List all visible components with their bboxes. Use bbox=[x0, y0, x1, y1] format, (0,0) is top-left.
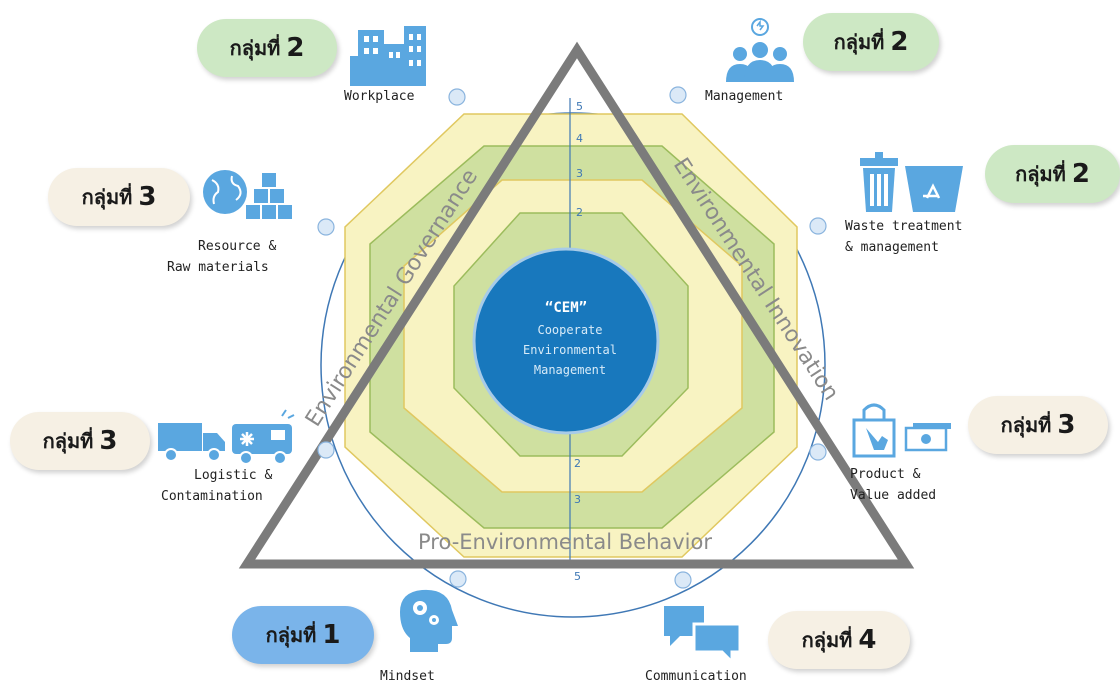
group-badge-prefix: กลุ่มที่ bbox=[1015, 162, 1066, 186]
group-badge-prefix: กลุ่มที่ bbox=[229, 36, 281, 60]
node-label-waste-2: & management bbox=[845, 240, 939, 255]
scale-label-3-top: 3 bbox=[576, 167, 583, 180]
group-badge-management: กลุ่มที่2 bbox=[803, 13, 939, 71]
scale-label-2-top: 2 bbox=[576, 206, 583, 219]
node-dot-product bbox=[809, 443, 827, 461]
group-badge-number: 1 bbox=[322, 620, 341, 650]
label-pro-environmental-behavior: Pro-Environmental Behavior bbox=[418, 530, 712, 554]
center-line-3: Management bbox=[534, 363, 606, 377]
trucks-icon bbox=[158, 409, 295, 465]
globe-boxes-icon bbox=[203, 170, 294, 221]
group-badge-mindset: กลุ่มที่1 bbox=[232, 606, 374, 664]
scale-label-2-bottom: 2 bbox=[574, 457, 581, 470]
center-line-2: Environmental bbox=[523, 343, 617, 357]
node-label-product-1: Product & bbox=[850, 467, 921, 482]
group-badge-number: 4 bbox=[858, 625, 877, 655]
group-badge-resource: กลุ่มที่3 bbox=[48, 168, 190, 226]
scale-label-5-bottom: 5 bbox=[574, 570, 581, 583]
group-badge-workplace: กลุ่มที่2 bbox=[197, 19, 337, 77]
scale-label-3-bottom: 3 bbox=[574, 493, 581, 506]
group-badge-prefix: กลุ่มที่ bbox=[265, 623, 317, 647]
group-badge-number: 3 bbox=[1057, 410, 1076, 440]
center-circle bbox=[472, 247, 660, 435]
group-badge-logistic: กลุ่มที่3 bbox=[10, 412, 150, 470]
node-label-communication: Communication bbox=[645, 669, 747, 684]
triangle-outline bbox=[238, 41, 915, 569]
node-label-waste-1: Waste treatment bbox=[845, 219, 963, 234]
team-idea-icon bbox=[726, 18, 794, 82]
scale-label-5-top: 5 bbox=[576, 100, 583, 113]
recycle-bins-icon bbox=[860, 152, 963, 212]
group-badge-number: 2 bbox=[1071, 159, 1090, 189]
group-badge-number: 2 bbox=[286, 33, 305, 63]
chat-bubbles-icon bbox=[664, 606, 742, 666]
node-label-management: Management bbox=[705, 89, 784, 104]
group-badge-number: 2 bbox=[890, 27, 909, 57]
outer-circle bbox=[320, 112, 826, 618]
node-dot-management bbox=[669, 86, 687, 104]
group-badge-prefix: กลุ่มที่ bbox=[81, 185, 133, 209]
group-badge-number: 3 bbox=[99, 426, 118, 456]
node-label-product-2: Value added bbox=[850, 488, 937, 503]
buildings-icon bbox=[350, 26, 426, 86]
group-badge-product: กลุ่มที่3 bbox=[968, 396, 1108, 454]
node-label-logistic-2: Contamination bbox=[161, 489, 263, 504]
group-badge-waste: กลุ่มที่2 bbox=[985, 145, 1120, 203]
mind-gears-icon bbox=[400, 589, 458, 652]
node-dot-workplace bbox=[448, 88, 466, 106]
node-label-resource-2: Raw materials bbox=[167, 260, 269, 275]
center-line-1: Cooperate bbox=[537, 323, 602, 337]
node-label-resource-1: Resource & bbox=[198, 239, 277, 254]
group-badge-prefix: กลุ่มที่ bbox=[833, 30, 885, 54]
node-label-mindset: Mindset bbox=[380, 669, 435, 684]
node-dot-waste bbox=[809, 217, 827, 235]
scale-label-4: 4 bbox=[576, 132, 583, 145]
node-label-workplace: Workplace bbox=[344, 89, 415, 104]
center-acronym: “CEM” bbox=[545, 300, 587, 316]
group-badge-prefix: กลุ่มที่ bbox=[1000, 413, 1052, 437]
node-dot-communication bbox=[674, 571, 692, 589]
node-dot-resource bbox=[317, 218, 335, 236]
node-dot-mindset bbox=[449, 570, 467, 588]
group-badge-communication: กลุ่มที่4 bbox=[768, 611, 910, 669]
group-badge-prefix: กลุ่มที่ bbox=[801, 628, 853, 652]
node-label-logistic-1: Logistic & bbox=[194, 468, 273, 483]
group-badge-number: 3 bbox=[138, 182, 157, 212]
group-badge-prefix: กลุ่มที่ bbox=[42, 429, 94, 453]
node-dot-logistic bbox=[317, 441, 335, 459]
shopping-bag-money-icon bbox=[852, 403, 951, 458]
